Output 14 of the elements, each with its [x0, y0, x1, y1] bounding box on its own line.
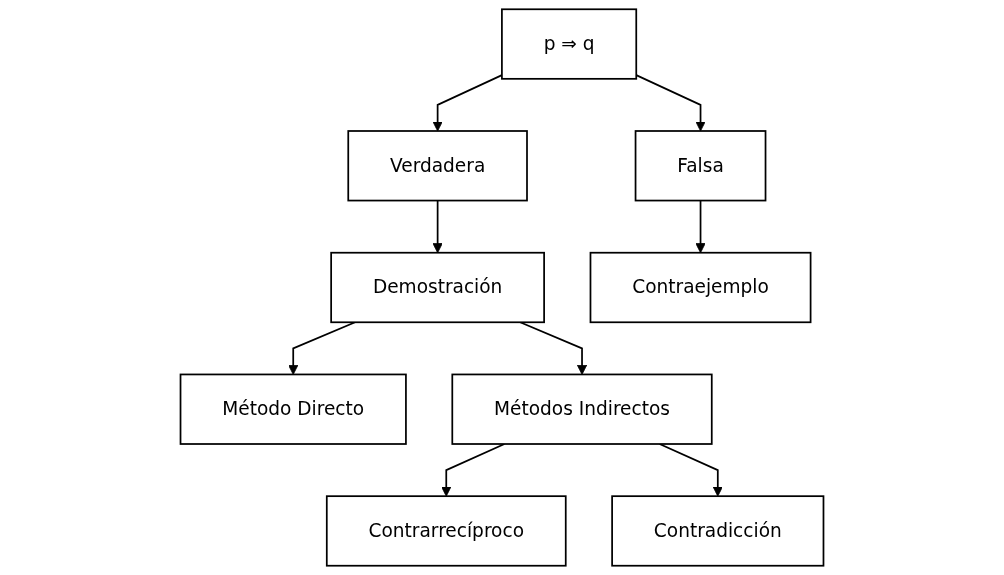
node-box: Falsa [634, 130, 767, 202]
node-box: p ⇒ q [501, 8, 638, 80]
node-box: Método Directo [179, 373, 407, 445]
node-box: Contraejemplo [589, 251, 812, 324]
arrow [288, 321, 356, 375]
arrow [695, 199, 706, 254]
arrow [635, 74, 706, 132]
arrow [432, 199, 443, 254]
node-box: Contrarrecíproco [325, 495, 567, 567]
node-box: Demostración [330, 251, 545, 324]
node-box: Verdadera [347, 130, 528, 202]
node-box: Contradicción [611, 495, 825, 567]
arrow [519, 321, 588, 375]
node-box: Métodos Indirectos [451, 373, 713, 445]
